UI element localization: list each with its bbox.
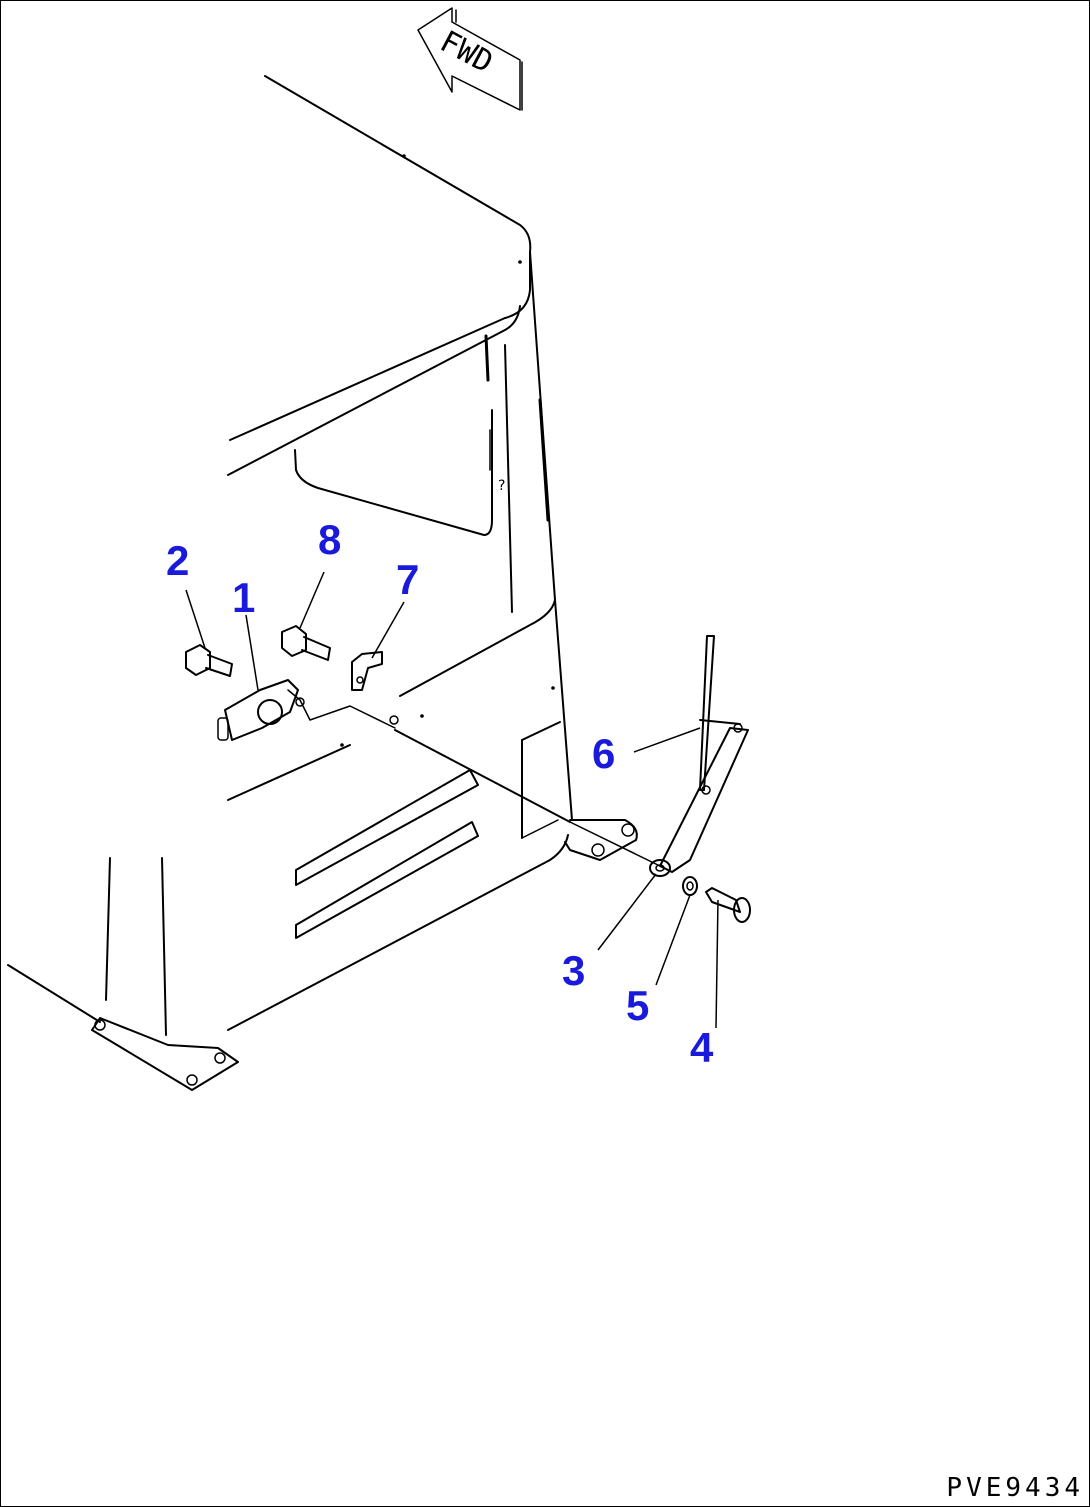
callout-5: 5: [626, 982, 649, 1029]
callout-6: 6: [592, 730, 615, 777]
part-bolt-4: [705, 887, 751, 923]
part-pin-3: [649, 859, 671, 877]
callout-labels: 1 2 3 4 5 6 7 8: [166, 516, 714, 1071]
callout-3: 3: [562, 947, 585, 994]
callout-8: 8: [318, 516, 341, 563]
part-stay-rod-6: [569, 635, 749, 873]
part-bolt-2: [185, 644, 233, 677]
part-clip-7: [351, 651, 383, 691]
fwd-label: FWD: [434, 24, 498, 80]
fwd-arrow: FWD: [417, 7, 523, 111]
callout-2: 2: [166, 537, 189, 584]
callout-7: 7: [396, 556, 419, 603]
part-latch-bracket: [217, 679, 399, 741]
callout-4: 4: [690, 1024, 714, 1071]
part-washer-5: [682, 876, 698, 896]
callout-1: 1: [232, 574, 255, 621]
part-bolt-8: [281, 625, 331, 661]
svg-text:?: ?: [498, 478, 505, 494]
cab-body: ?: [7, 75, 638, 1091]
drawing-code: PVE9434: [946, 1473, 1084, 1503]
leader-lines: [185, 571, 719, 1029]
